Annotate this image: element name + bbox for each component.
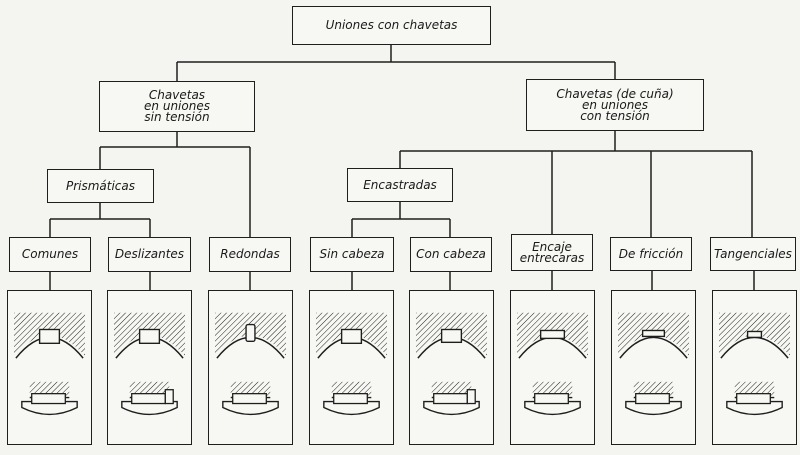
con-cabeza-key-drawing: [415, 312, 488, 416]
illustration-de-friccion: [611, 290, 696, 445]
de-friccion-key-drawing: [617, 312, 690, 416]
illustration-redondas: [208, 290, 293, 445]
branch-label: Chavetas en uniones sin tensión: [144, 88, 210, 124]
leaf-label: Deslizantes: [114, 247, 185, 261]
leaf-node-comunes: Comunes: [9, 237, 91, 272]
leaf-node-deslizantes: Deslizantes: [108, 237, 191, 272]
leaf-label: Sin cabeza: [319, 247, 385, 261]
leaf-node-con-cabeza: Con cabeza: [410, 237, 492, 272]
leaf-label: Encaje entrecaras: [519, 239, 585, 265]
root-label: Uniones con chavetas: [325, 18, 458, 32]
group-label: Prismáticas: [65, 178, 136, 193]
group-label: Encastradas: [363, 177, 437, 192]
illustration-encaje-entrecaras: [510, 290, 595, 445]
leaf-node-redondas: Redondas: [209, 237, 291, 272]
illustration-con-cabeza: [409, 290, 494, 445]
root-node: Uniones con chavetas: [292, 6, 491, 45]
leaf-node-sin-cabeza: Sin cabeza: [310, 237, 394, 272]
leaf-node-encaje-entrecaras: Encaje entrecaras: [511, 234, 593, 271]
branch-node-con-tension: Chavetas (de cuña) en uniones con tensió…: [526, 79, 704, 131]
branch-label: Chavetas (de cuña) en uniones con tensió…: [556, 86, 674, 123]
leaf-node-de-friccion: De fricción: [610, 237, 692, 271]
leaf-label: Con cabeza: [416, 247, 486, 261]
branch-node-sin-tension: Chavetas en uniones sin tensión: [99, 81, 255, 132]
leaf-label: Redondas: [220, 247, 280, 261]
illustration-deslizantes: [107, 290, 192, 445]
group-node-encastradas: Encastradas: [347, 168, 453, 202]
illustration-comunes: [7, 290, 92, 445]
sin-cabeza-key-drawing: [315, 312, 388, 416]
leaf-label: De fricción: [618, 246, 684, 261]
encaje-entrecaras-key-drawing: [516, 312, 589, 416]
deslizantes-key-drawing: [113, 312, 186, 416]
leaf-label: Comunes: [21, 247, 79, 261]
tangenciales-key-drawing: [718, 312, 791, 416]
comunes-key-drawing: [13, 312, 86, 416]
illustration-sin-cabeza: [309, 290, 394, 445]
leaf-node-tangenciales: Tangenciales: [710, 237, 796, 271]
redondas-key-drawing: [214, 312, 287, 416]
illustration-tangenciales: [712, 290, 797, 445]
group-node-prismaticas: Prismáticas: [47, 169, 154, 203]
leaf-label: Tangenciales: [714, 246, 792, 261]
